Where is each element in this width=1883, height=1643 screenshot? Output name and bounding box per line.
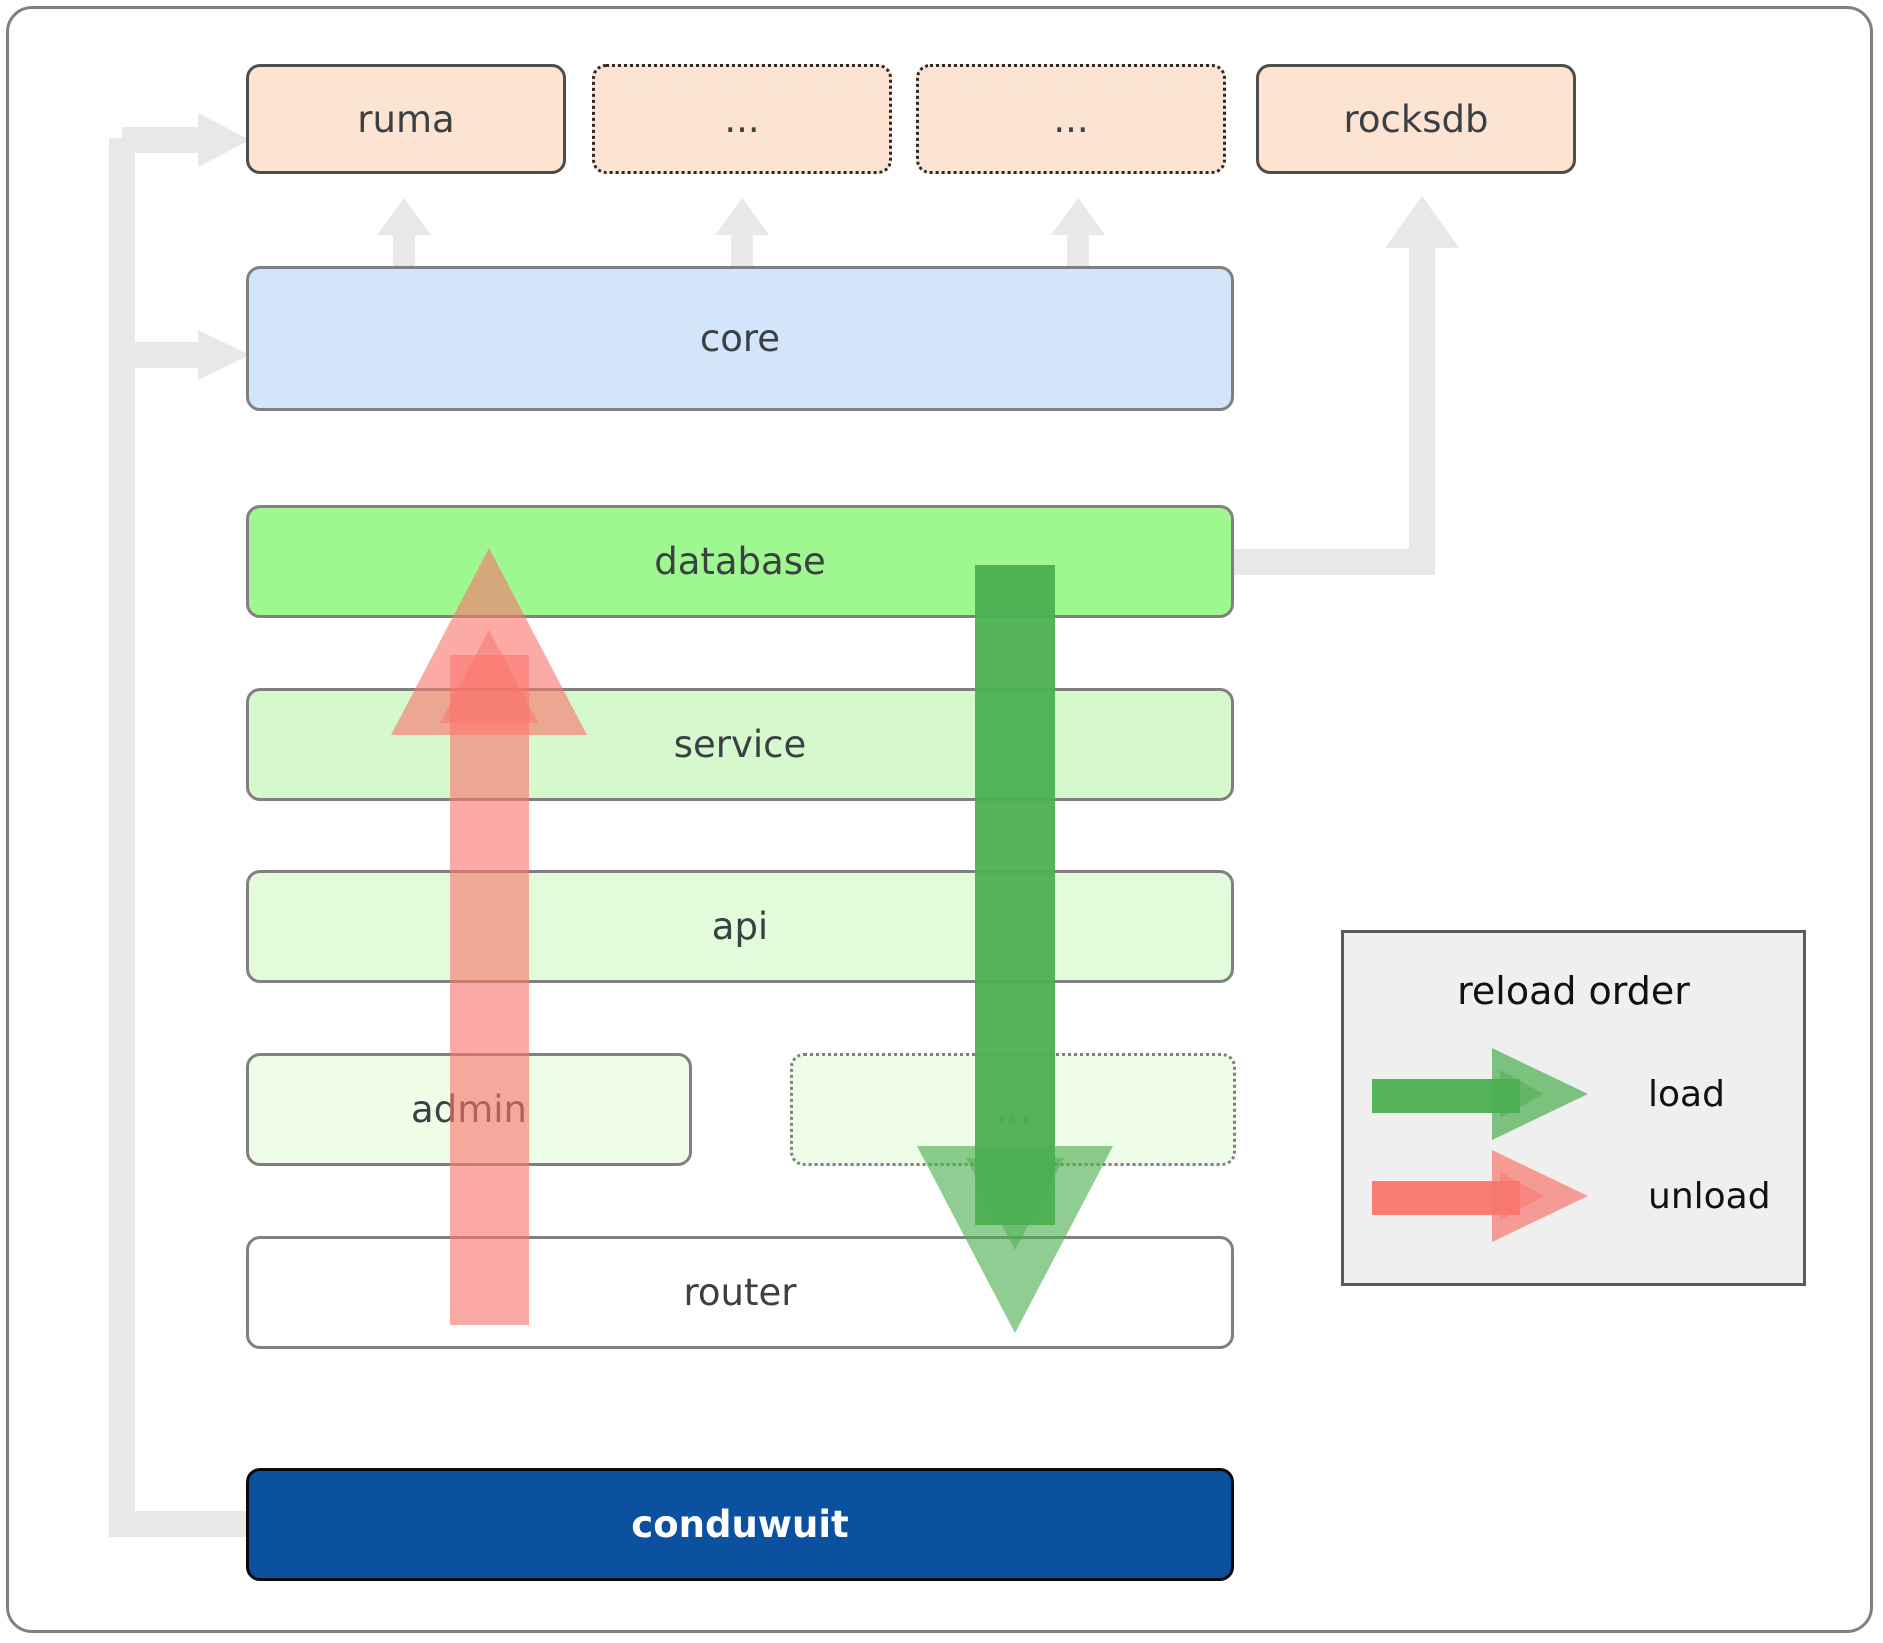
legend-label-load: load	[1648, 1073, 1725, 1115]
layer-admin[interactable]: admin	[246, 1053, 692, 1166]
crate-box-ellipsis-2-label: ...	[1053, 97, 1089, 141]
layer-ellipsis-label: ...	[995, 1088, 1031, 1131]
crate-box-rocksdb[interactable]: rocksdb	[1256, 64, 1576, 174]
layer-database[interactable]: database	[246, 505, 1234, 618]
crate-box-ellipsis-2[interactable]: ...	[916, 64, 1226, 174]
layer-ellipsis[interactable]: ...	[790, 1053, 1236, 1166]
legend-title: reload order	[1457, 969, 1690, 1013]
binary-conduwuit[interactable]: conduwuit	[246, 1468, 1234, 1581]
layer-router[interactable]: router	[246, 1236, 1234, 1349]
layer-service-label: service	[673, 723, 807, 766]
crate-box-ruma-label: ruma	[357, 97, 455, 141]
layer-core[interactable]: core	[246, 266, 1234, 411]
crate-box-ruma[interactable]: ruma	[246, 64, 566, 174]
legend-label-unload: unload	[1648, 1175, 1771, 1217]
load-arrow-swatch-icon	[1372, 1048, 1588, 1140]
reload-order-legend: reload order load unload	[1341, 930, 1806, 1286]
layer-router-label: router	[683, 1271, 797, 1314]
layer-admin-label: admin	[411, 1088, 527, 1131]
layer-service[interactable]: service	[246, 688, 1234, 801]
crate-box-ellipsis-1[interactable]: ...	[592, 64, 892, 174]
crate-box-rocksdb-label: rocksdb	[1343, 97, 1489, 141]
layer-core-label: core	[699, 317, 781, 360]
layer-api-label: api	[711, 905, 769, 948]
legend-row-unload: unload	[1344, 1148, 1803, 1244]
unload-arrow-swatch-icon	[1372, 1150, 1588, 1242]
layer-database-label: database	[654, 540, 826, 583]
binary-conduwuit-label: conduwuit	[631, 1503, 849, 1546]
crate-box-ellipsis-1-label: ...	[724, 97, 760, 141]
layer-api[interactable]: api	[246, 870, 1234, 983]
legend-row-load: load	[1344, 1046, 1803, 1142]
